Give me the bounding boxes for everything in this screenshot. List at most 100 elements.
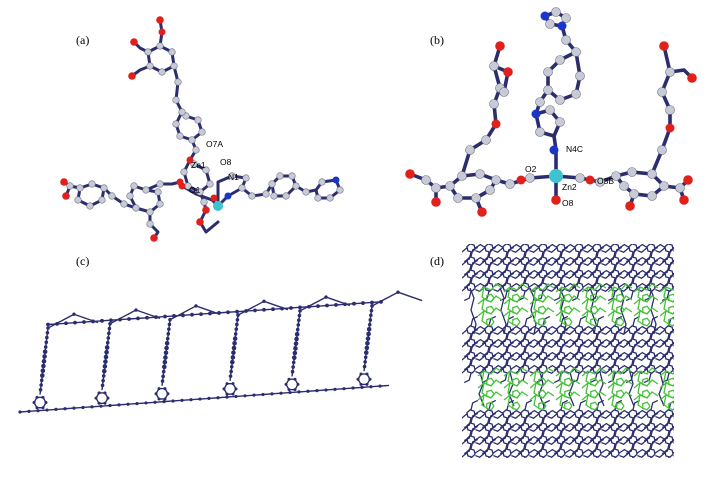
ladder-node: [41, 406, 45, 410]
ladder-node: [294, 336, 299, 342]
ladder-node: [46, 322, 50, 327]
atom-label-n1: N1: [228, 172, 239, 182]
ladder-node: [163, 355, 168, 360]
ladder-node: [293, 388, 297, 392]
ladder-node: [351, 386, 355, 390]
ladder-node: [90, 405, 94, 409]
panel-a-atom-labels: O7A Zn1 O8 O1 N1: [189, 139, 239, 195]
ladder-node: [73, 320, 77, 325]
ladder-node: [91, 319, 95, 324]
ladder-node: [365, 382, 369, 386]
ladder-node: [343, 302, 347, 307]
ladder-node: [369, 308, 374, 313]
ladder-node: [153, 400, 157, 404]
panel-label-d: (d): [430, 254, 444, 268]
ladder-node: [102, 364, 108, 369]
ladder-node: [233, 332, 238, 336]
ladder-node: [108, 403, 112, 408]
ladder-node: [270, 392, 274, 396]
ladder-node: [234, 327, 239, 331]
ladder-node: [217, 310, 221, 315]
ladder-node: [306, 389, 310, 393]
atom-label-o2: O2: [525, 164, 537, 174]
ladder-node: [198, 397, 202, 401]
ladder-node: [117, 403, 121, 407]
ladder-node: [279, 391, 283, 395]
ladder-node: [97, 391, 101, 395]
ladder-node: [35, 406, 39, 410]
ladder-node: [356, 377, 360, 381]
ladder-node: [167, 322, 172, 327]
ladder-node: [296, 382, 300, 386]
ladder-node: [396, 290, 400, 294]
ladder-node: [234, 394, 238, 399]
ladder-node: [231, 345, 237, 351]
ladder-node: [207, 396, 211, 400]
ladder-node: [43, 345, 48, 349]
ladder-node: [161, 364, 167, 370]
ladder-node: [42, 349, 48, 355]
ladder-node: [163, 387, 167, 391]
ladder-node: [118, 317, 122, 322]
ladder-node: [103, 359, 108, 364]
zn2-atom: [549, 169, 563, 183]
ladder-node: [64, 321, 68, 326]
ladder-node: [230, 355, 236, 360]
ladder-node: [271, 307, 275, 312]
ladder-node: [162, 400, 166, 404]
ladder-node: [161, 369, 166, 374]
ladder-node: [163, 350, 169, 356]
ladder-node: [368, 318, 373, 322]
ladder-node: [35, 395, 39, 399]
ladder-node: [291, 365, 295, 369]
ladder-node: [222, 387, 226, 391]
panel-label-a: (a): [76, 33, 90, 47]
ladder-node: [360, 385, 364, 389]
ladder-node: [107, 326, 112, 331]
ladder-node: [324, 295, 328, 299]
ladder-node: [38, 388, 43, 392]
ladder-node: [316, 304, 320, 309]
ladder-node: [288, 390, 292, 395]
ladder-node: [208, 311, 212, 316]
ladder-node: [108, 321, 112, 326]
ladder-node: [172, 314, 176, 318]
ladder-node: [45, 330, 50, 335]
atom-label-n4c: N4C: [566, 144, 583, 154]
ladder-node: [232, 340, 237, 346]
atom-label-o7a: O7A: [206, 139, 223, 149]
ladder-node: [101, 378, 105, 383]
ladder-node: [352, 301, 356, 306]
ladder-node: [32, 401, 36, 405]
ladder-node: [181, 313, 185, 318]
ladder-node: [333, 387, 337, 391]
ladder-node: [253, 308, 257, 313]
ladder-node: [154, 315, 158, 320]
ladder-node: [45, 408, 49, 412]
ladder-node: [216, 396, 220, 400]
ladder-node: [63, 407, 67, 411]
ladder-node: [225, 382, 229, 386]
ladder-node: [362, 364, 367, 369]
ladder-node: [378, 384, 382, 388]
ladder-node: [106, 336, 111, 340]
ladder-node: [297, 313, 302, 318]
ladder-node: [81, 405, 85, 410]
ladder-node: [163, 397, 167, 401]
ladder-node: [298, 309, 302, 313]
ladder-node: [167, 327, 171, 331]
ladder-node: [100, 318, 104, 323]
ladder-node: [82, 320, 86, 324]
ladder-node: [145, 315, 149, 320]
ladder-node: [190, 312, 194, 317]
ladder-node: [225, 395, 229, 399]
panel-b-atom-labels: N4C O2 Zn2 O3B O8: [525, 144, 614, 208]
ladder-node: [136, 316, 140, 321]
ladder-node: [134, 308, 138, 312]
ladder-node: [44, 340, 49, 345]
ladder-node: [287, 377, 291, 381]
ladder-node: [369, 313, 373, 318]
ladder-node: [157, 397, 161, 401]
